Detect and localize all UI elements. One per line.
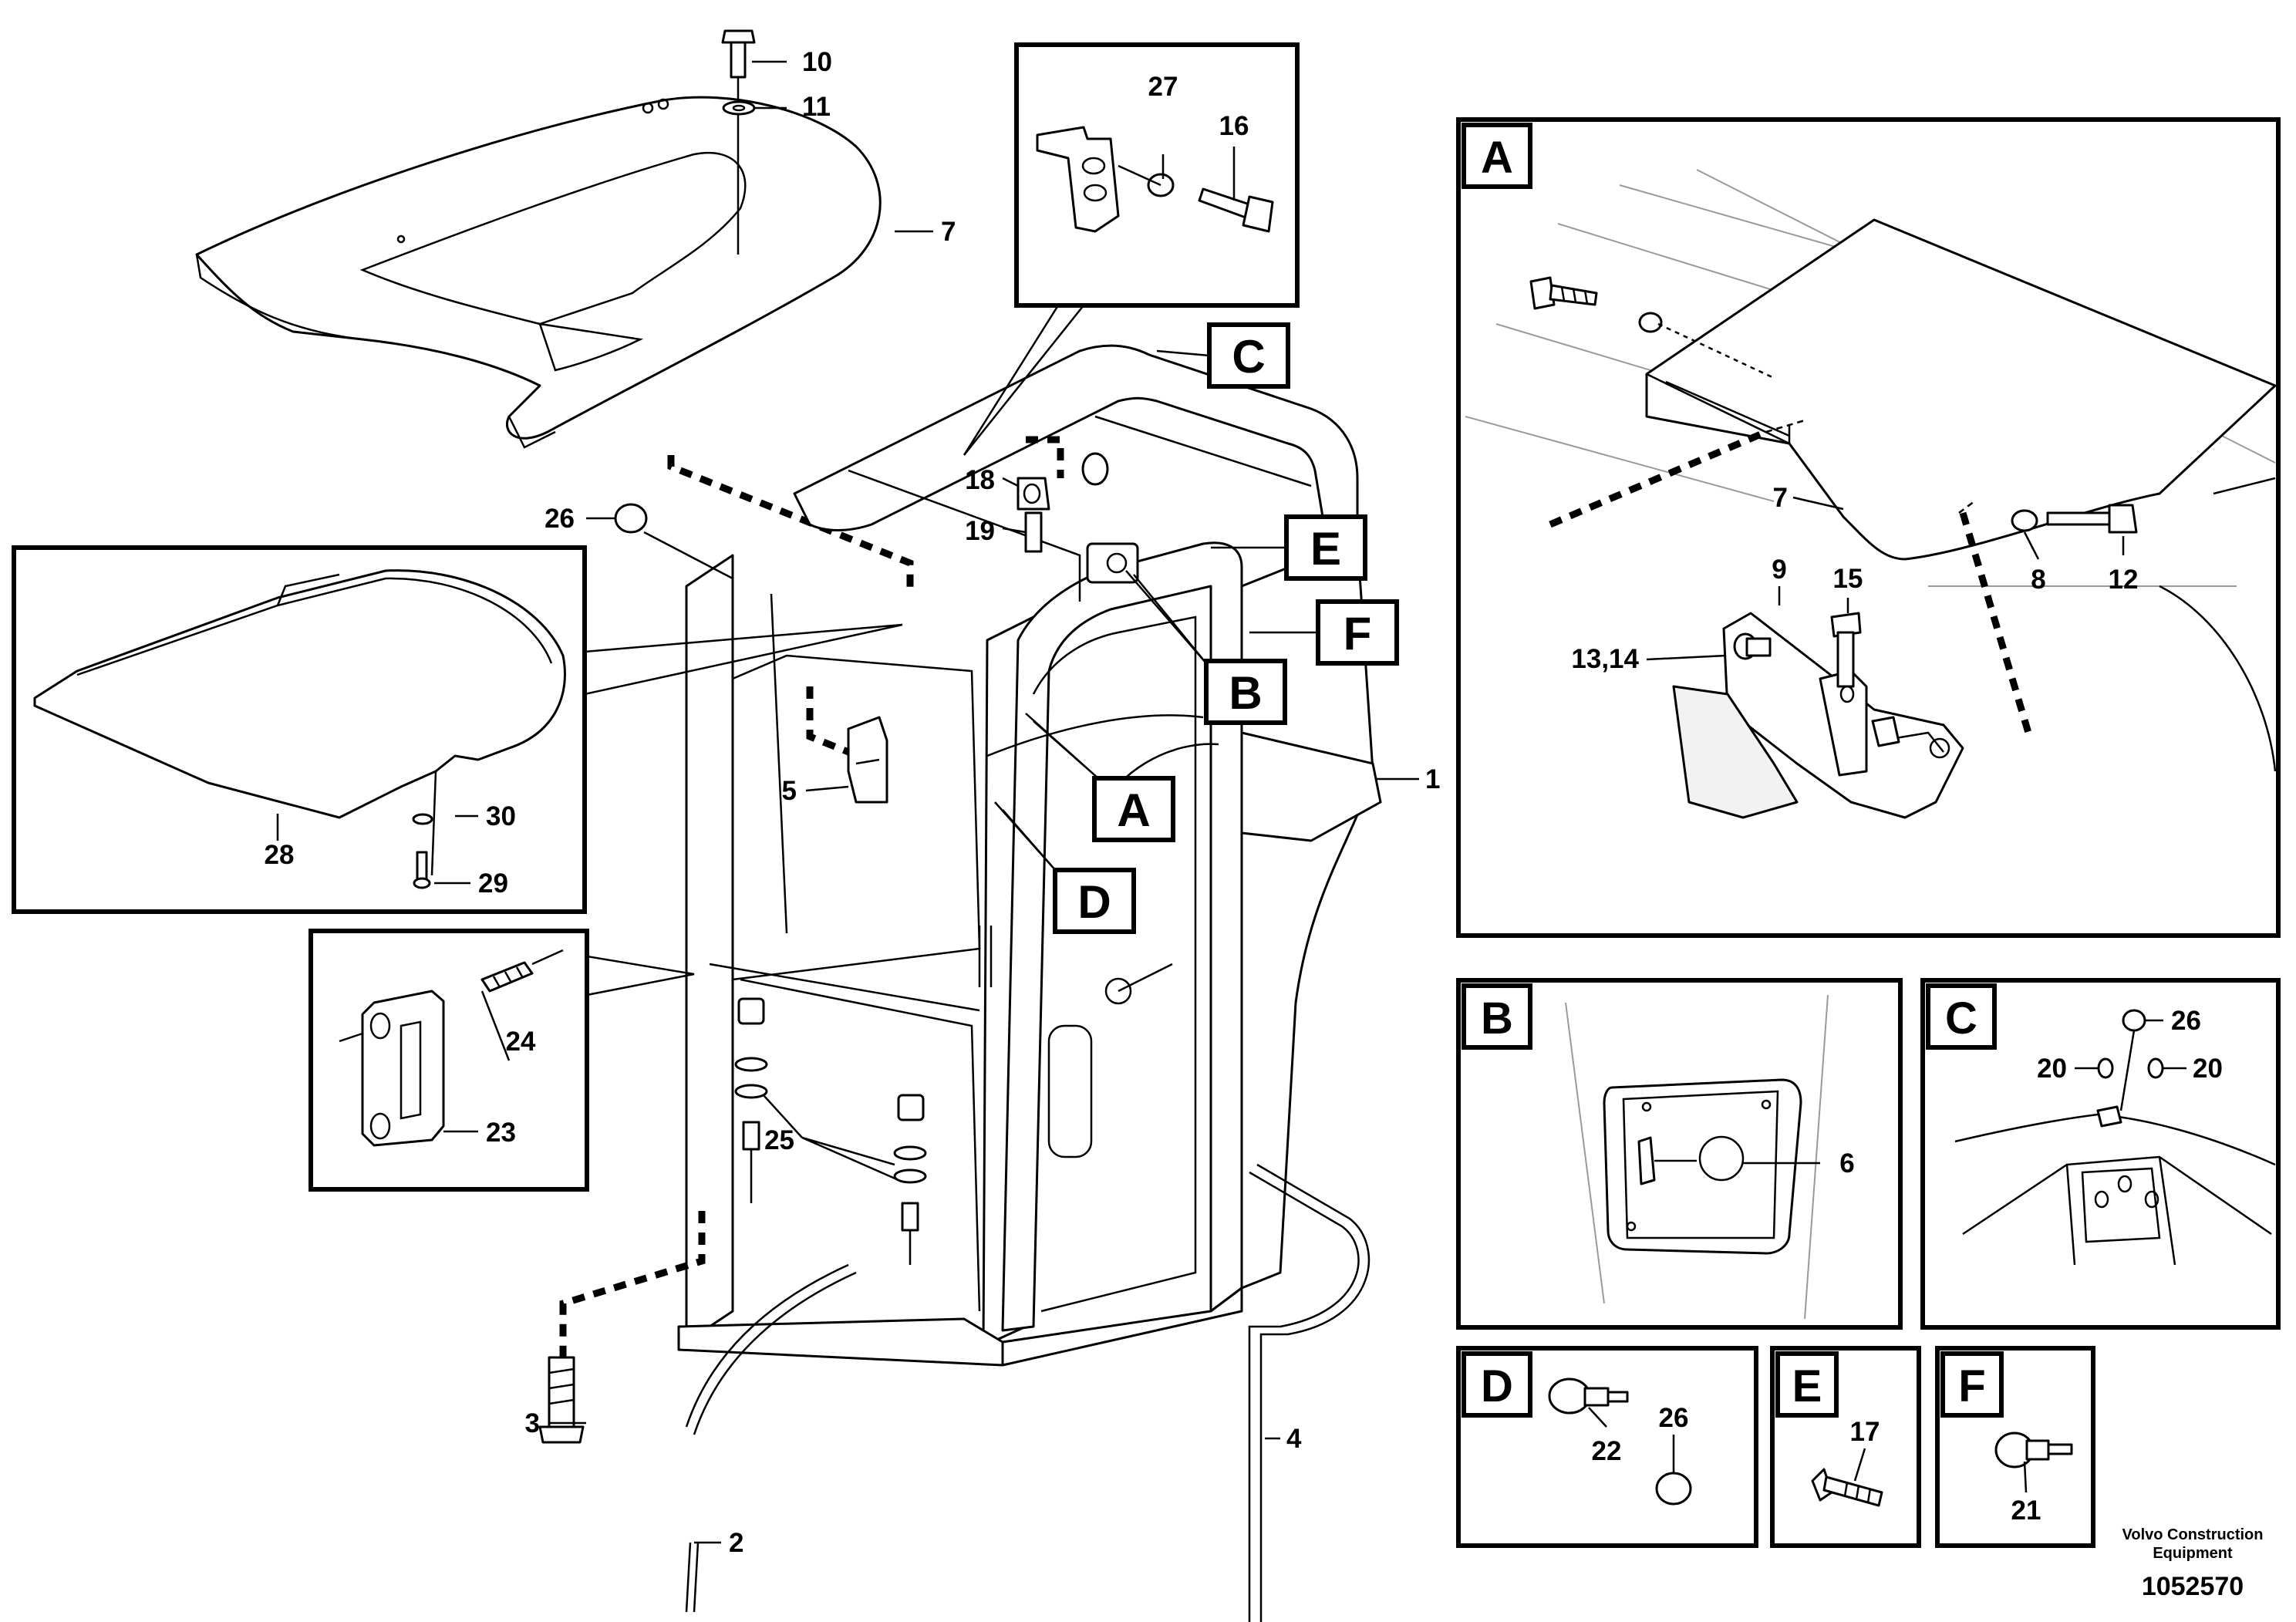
- main-leaders: [276, 60, 1280, 1544]
- detail-a-callout-7: 7: [1773, 483, 1788, 513]
- view-box-c: C: [1156, 322, 1290, 389]
- detail-a-letter: A: [1481, 133, 1513, 183]
- detail-panel-b: B 6: [1456, 978, 1903, 1330]
- drawing-number: 1052570: [2142, 1572, 2244, 1601]
- roof-link-dash: [667, 455, 914, 594]
- callout-1: 1: [1425, 764, 1440, 794]
- view-letter-f: F: [1344, 608, 1372, 659]
- detail-panel-d: D 22 26: [1456, 1346, 1758, 1548]
- inset-panel-hood: [12, 545, 587, 914]
- callout-18: 18: [965, 465, 995, 495]
- detail-b-letter: B: [1481, 993, 1513, 1044]
- view-letter-c: C: [1232, 331, 1265, 383]
- inset-hood-pointer: [584, 623, 903, 696]
- inset-handle-pointer: [586, 955, 695, 996]
- lock-part-6: [1086, 542, 1139, 584]
- callout-10: 10: [802, 47, 832, 77]
- callout-30: 30: [486, 801, 516, 831]
- seal-part-2: [685, 1263, 857, 1613]
- detail-d-callout-26: 26: [1659, 1403, 1689, 1433]
- view-letter-e: E: [1310, 523, 1341, 575]
- view-box-b: B: [1125, 570, 1287, 725]
- view-letter-b: B: [1229, 667, 1262, 719]
- detail-b-callout-6: 6: [1839, 1148, 1854, 1179]
- view-letter-d: D: [1077, 876, 1111, 928]
- screw-part-10: [721, 29, 756, 255]
- roof-cover-part-7: [195, 96, 882, 449]
- inset-panel-handle: [308, 929, 589, 1192]
- detail-f-callout-21: 21: [2011, 1496, 2041, 1526]
- bracket-part-5: [806, 686, 888, 804]
- bumper-part-25: [734, 997, 927, 1265]
- detail-panel-a: A: [1456, 117, 2281, 938]
- detail-a-callout-9: 9: [1772, 555, 1786, 585]
- callout-5: 5: [782, 776, 797, 806]
- callout-2: 2: [729, 1528, 743, 1558]
- detail-a-callout-8: 8: [2031, 565, 2045, 595]
- detail-c-callout-26: 26: [2171, 1006, 2201, 1036]
- cab-frame-part-1: [677, 344, 1382, 1367]
- detail-d-letter: D: [1481, 1361, 1513, 1411]
- detail-c-callout-20a: 20: [2037, 1054, 2067, 1084]
- detail-a-callout-15: 15: [1833, 564, 1863, 594]
- callout-25: 25: [764, 1125, 794, 1155]
- callout-29: 29: [478, 868, 508, 899]
- company-caption-line1: Volvo Construction: [2122, 1526, 2264, 1543]
- detail-e-letter: E: [1792, 1361, 1822, 1411]
- callout-28: 28: [265, 840, 295, 870]
- callout-7: 7: [941, 217, 956, 247]
- callout-19: 19: [965, 516, 995, 546]
- callout-16: 16: [1219, 111, 1249, 141]
- view-box-e: E: [1211, 514, 1367, 581]
- detail-panel-f: F 21: [1935, 1346, 2095, 1548]
- inset-panel-clip: [1014, 42, 1300, 308]
- detail-a-callout-13-14: 13,14: [1571, 644, 1639, 674]
- seal-part-4: [1248, 1163, 1371, 1622]
- detail-f-letter: F: [1958, 1361, 1985, 1411]
- callout-11: 11: [802, 92, 831, 122]
- callout-4: 4: [1286, 1424, 1302, 1454]
- clip-part-18-19: [1017, 436, 1109, 553]
- view-box-d: D: [994, 801, 1136, 934]
- inset-clip-pointer: [963, 305, 1084, 456]
- detail-e-callout-17: 17: [1850, 1417, 1880, 1447]
- screw-part-3: [538, 1211, 706, 1444]
- detail-c-letter: C: [1945, 993, 1977, 1044]
- view-box-a: A: [1025, 713, 1175, 842]
- callout-24: 24: [506, 1027, 536, 1057]
- callout-23: 23: [486, 1118, 516, 1148]
- view-box-f: F: [1249, 599, 1399, 666]
- view-letter-a: A: [1117, 784, 1150, 836]
- detail-c-callout-20b: 20: [2193, 1054, 2223, 1084]
- detail-a-callout-12: 12: [2109, 565, 2139, 595]
- callout-3: 3: [525, 1408, 540, 1438]
- callout-27: 27: [1148, 72, 1178, 102]
- detail-panel-e: E 17: [1770, 1346, 1921, 1548]
- washer-part-11: [722, 100, 756, 116]
- detail-panel-c: C 26 20 20: [1920, 978, 2281, 1330]
- detail-d-callout-22: 22: [1592, 1436, 1622, 1466]
- callout-26: 26: [544, 504, 575, 534]
- company-caption-line2: Equipment: [2153, 1545, 2233, 1562]
